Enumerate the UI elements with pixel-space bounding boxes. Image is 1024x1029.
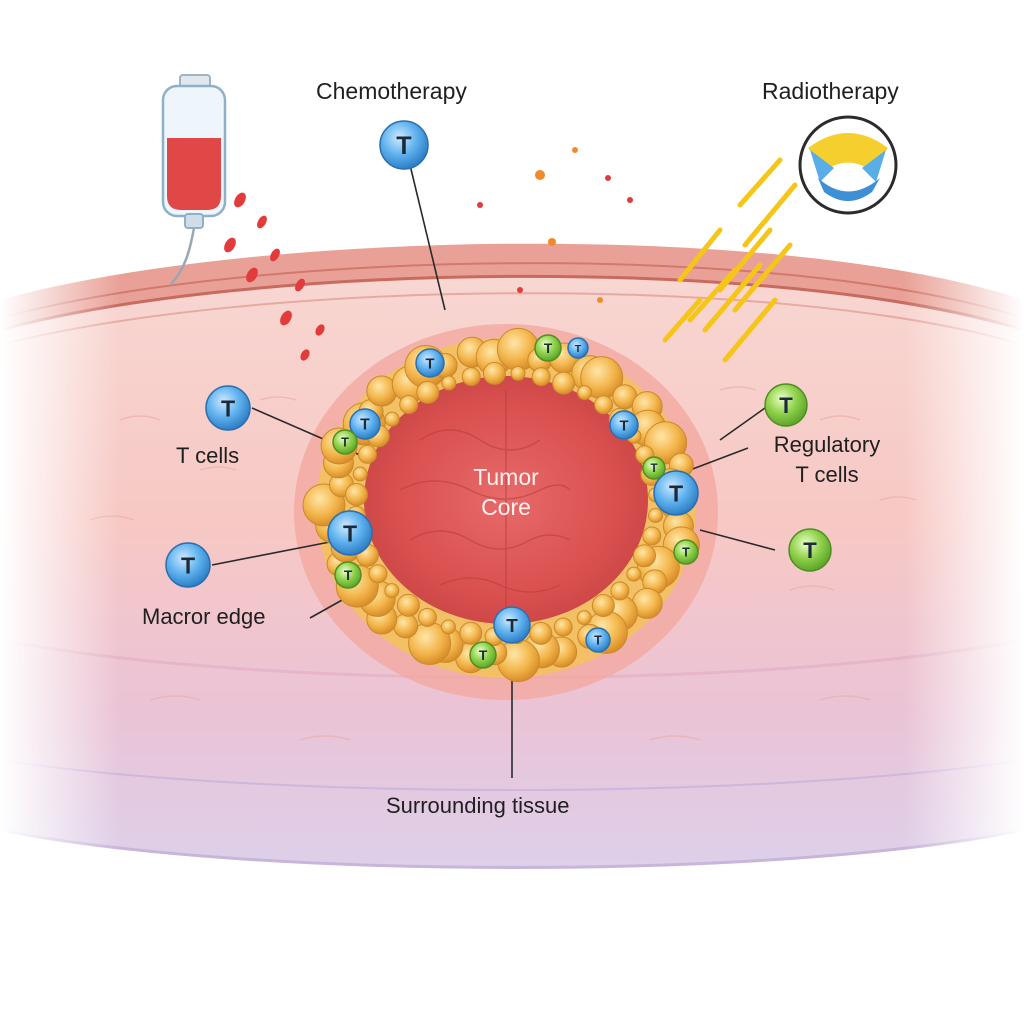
- tumor-cell: [633, 544, 656, 568]
- regulatory-pointer: [689, 447, 749, 471]
- cell-letter: T: [544, 341, 553, 356]
- radiotherapy-label: Radiotherapy: [762, 78, 899, 104]
- tumor-cell: [626, 566, 642, 582]
- tumor-cell: [610, 581, 630, 601]
- tumor-cell: [393, 613, 419, 639]
- tumor-cell: [396, 593, 420, 617]
- cell-letter: T: [426, 356, 435, 372]
- t-cell: T: [653, 470, 699, 516]
- radiation-source-icon: [798, 115, 898, 215]
- cell-letter: T: [506, 616, 518, 637]
- cell-letter: T: [803, 538, 817, 563]
- tumor-cell: [648, 508, 663, 523]
- tumor-cell: [352, 466, 368, 482]
- tumor-core-line1: Tumor: [473, 464, 539, 490]
- tumor-cell: [531, 367, 551, 387]
- regulatory-t-cell: T: [642, 456, 666, 480]
- cell-letter: T: [360, 417, 370, 434]
- tumor-cell: [358, 444, 377, 464]
- t-cell: T: [205, 385, 251, 431]
- tumor-cell: [384, 411, 400, 427]
- tumor-core-line2: Core: [481, 494, 531, 520]
- cell-letter: T: [396, 132, 412, 160]
- t-cells-label: T cells: [176, 443, 240, 468]
- cell-letter: T: [344, 568, 353, 583]
- t-cell: T: [493, 606, 531, 644]
- cell-letter: T: [650, 462, 657, 475]
- cell-letter: T: [669, 480, 683, 506]
- t-cell: T: [165, 542, 211, 588]
- cell-letter: T: [181, 552, 195, 578]
- cell-letter: T: [341, 436, 349, 450]
- regulatory-t-cell: T: [673, 539, 699, 565]
- t-cell: T: [567, 337, 589, 359]
- surrounding-tissue-label: Surrounding tissue: [386, 793, 570, 818]
- cell-letter: T: [620, 418, 629, 434]
- tumor-cell: [642, 526, 662, 546]
- tumor-cell: [594, 395, 614, 415]
- tumor-cell: [510, 365, 526, 381]
- macror-edge-label: Macror edge: [142, 604, 266, 629]
- regulatory-t-cell: T: [788, 528, 832, 572]
- tumor-cell: [459, 621, 483, 645]
- cell-letter: T: [479, 648, 488, 663]
- tumor-cell: [461, 367, 481, 387]
- tumor-cell: [577, 385, 593, 401]
- regulatory-t-cell: T: [332, 429, 358, 455]
- tumor-cell: [552, 371, 576, 395]
- tumor-cell: [482, 361, 506, 385]
- tumor-cell: [553, 617, 573, 637]
- tumor-core-label: Tumor Core: [446, 462, 566, 522]
- t-cell: T: [415, 348, 445, 378]
- regulatory-pointer-lower: [699, 529, 776, 551]
- regulatory-label-line2: T cells: [795, 462, 859, 487]
- cell-letter: T: [575, 343, 582, 355]
- regulatory-t-cell: T: [534, 334, 562, 362]
- iv-bag-icon: [161, 74, 227, 286]
- chemo-drug-particles: [224, 147, 633, 361]
- regulatory-t-cell: T: [469, 641, 497, 669]
- tumor-cell: [576, 610, 592, 626]
- cell-letter: T: [682, 546, 690, 560]
- tumor-cell: [399, 395, 419, 414]
- tumor-cell: [441, 375, 457, 391]
- tumor-cell: [529, 621, 553, 645]
- t-cell: T: [349, 408, 381, 440]
- tumor-cell: [345, 483, 368, 506]
- cell-letter: T: [343, 520, 357, 546]
- regulatory-t-cell: T: [764, 383, 808, 427]
- tumor-cell: [417, 607, 437, 627]
- t-cell: T: [379, 120, 429, 170]
- chemotherapy-pointer: [409, 164, 446, 311]
- cell-letter: T: [779, 393, 793, 418]
- tumor-cell: [591, 594, 615, 617]
- t-cell-pointer-lower: [211, 539, 341, 566]
- tumor-cell: [644, 421, 688, 465]
- regulatory-t-cells-label: Regulatory T cells: [752, 430, 902, 490]
- tumor-cell: [440, 619, 456, 635]
- tumor-cell: [368, 564, 388, 584]
- t-cell: T: [585, 627, 611, 653]
- regulatory-cell-pointer-top: [719, 407, 766, 441]
- regulatory-label-line1: Regulatory: [773, 432, 881, 457]
- t-cell: T: [327, 510, 373, 556]
- tumor-cell: [416, 380, 440, 404]
- chemotherapy-label: Chemotherapy: [316, 78, 467, 104]
- t-cell: T: [609, 410, 639, 440]
- radiation-beams: [662, 157, 798, 363]
- regulatory-t-cell: T: [334, 561, 362, 589]
- tumor-cell: [384, 583, 400, 599]
- cell-letter: T: [594, 634, 602, 648]
- cell-letter: T: [221, 395, 235, 421]
